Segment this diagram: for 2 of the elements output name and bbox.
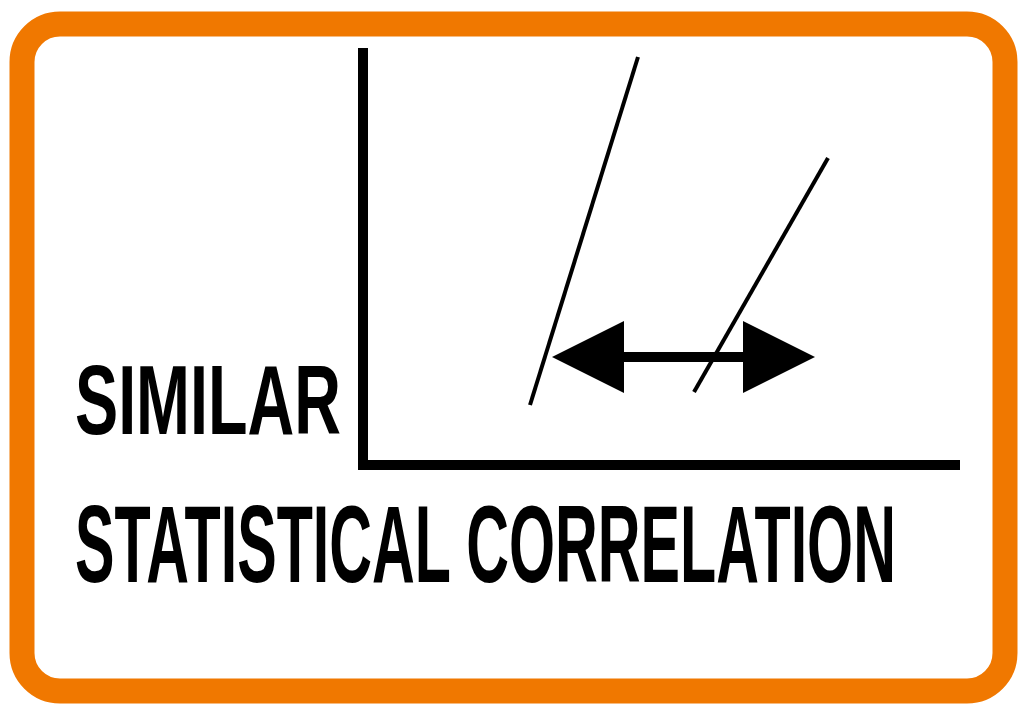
caption-text: SIMILAR: [75, 351, 341, 449]
caption-text: STATISTICAL CORRELATION: [75, 490, 896, 599]
